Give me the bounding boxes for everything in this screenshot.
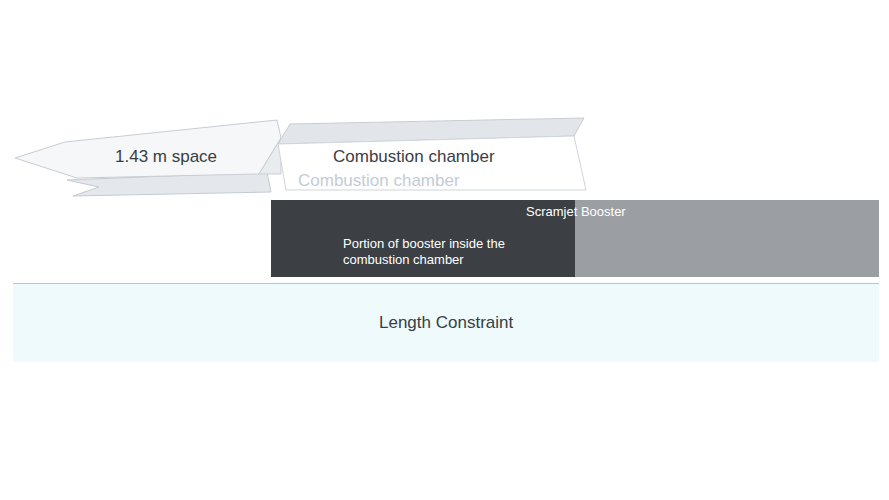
scramjet-booster: Scramjet BoosterPortion of booster insid… — [271, 200, 879, 277]
node-label: Combustion chamber — [333, 147, 495, 167]
shape-face — [15, 120, 281, 178]
shape-face — [278, 136, 586, 190]
shape-face — [259, 138, 281, 174]
node-label: Scramjet Booster — [526, 204, 626, 220]
node-label: 1.43 m space — [115, 147, 217, 167]
node-label: Portion of booster inside the combustion… — [343, 236, 543, 267]
length-constraint-band: Length Constraint — [13, 283, 879, 362]
inlet-shape: 1.43 m space — [15, 118, 281, 198]
node-label: Length Constraint — [379, 313, 513, 333]
reflection-label: Combustion chamber — [298, 172, 460, 191]
